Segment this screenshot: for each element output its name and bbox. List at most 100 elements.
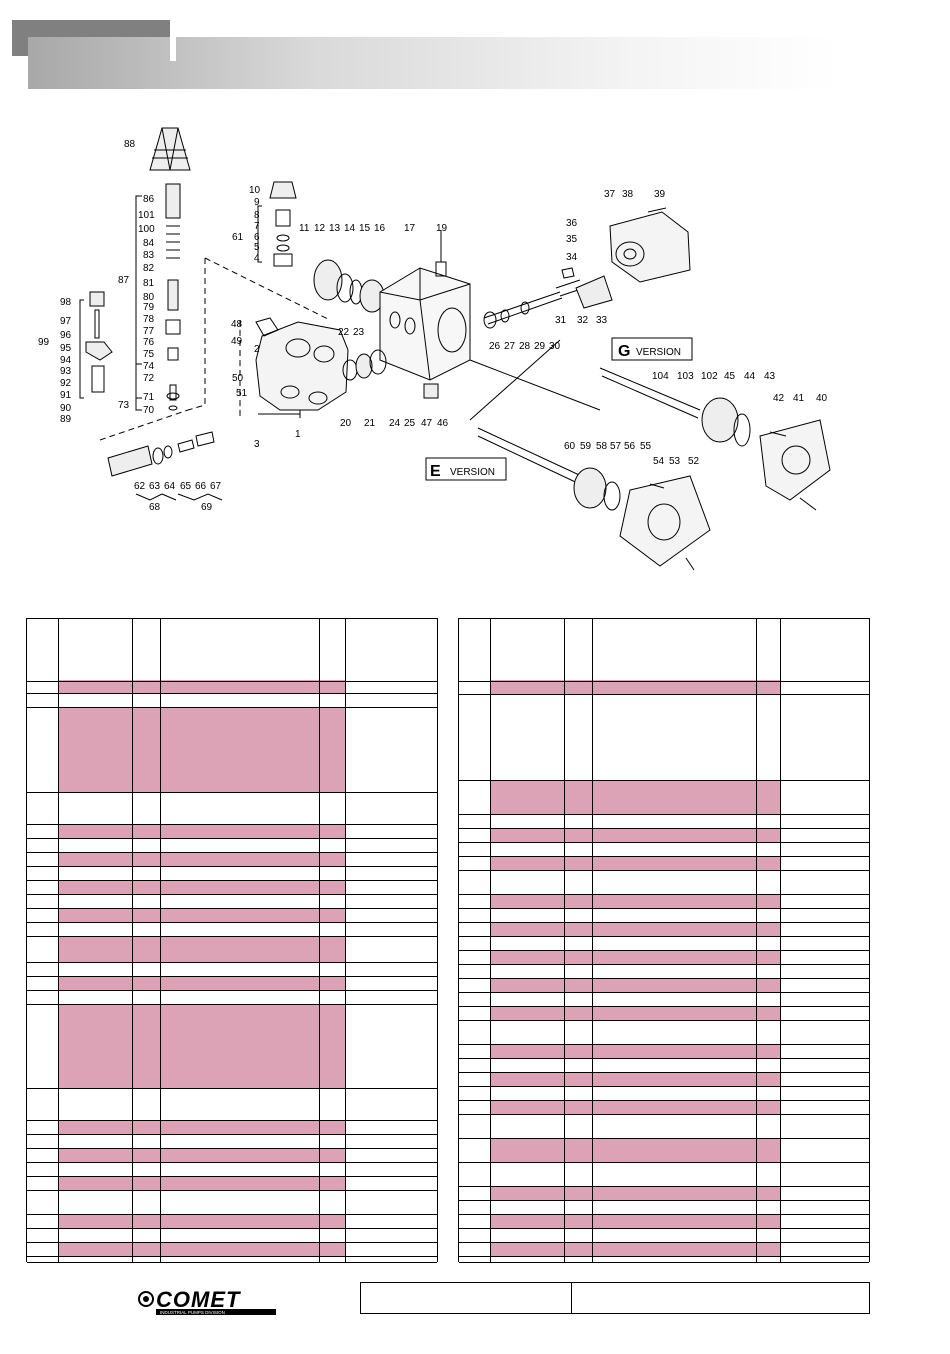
- highlighted-cell: [320, 707, 345, 792]
- highlighted-cell: [757, 1186, 780, 1200]
- footer-info-box: [360, 1282, 870, 1314]
- highlighted-cell: [133, 976, 160, 990]
- highlighted-cell: [320, 1176, 345, 1190]
- callout: 102: [701, 371, 718, 382]
- highlighted-cell: [565, 828, 592, 842]
- g-version-letter: G: [618, 343, 630, 360]
- callout: 23: [353, 327, 365, 338]
- highlighted-cell: [491, 1214, 564, 1228]
- highlighted-cell: [320, 936, 345, 962]
- highlighted-cell: [161, 1176, 319, 1190]
- table-row: [459, 842, 869, 857]
- table-row: [27, 880, 437, 895]
- table-row: [459, 1242, 869, 1257]
- callout: 2: [254, 344, 260, 355]
- callout: 65: [180, 481, 192, 492]
- callout: 42: [773, 393, 785, 404]
- callout: 95: [60, 343, 72, 354]
- header-banner: [28, 37, 838, 89]
- table-row: [27, 680, 437, 694]
- table-row: [27, 1256, 437, 1263]
- callout: 74: [143, 361, 155, 372]
- highlighted-cell: [161, 880, 319, 894]
- highlighted-cell: [757, 1006, 780, 1020]
- highlighted-cell: [565, 856, 592, 870]
- table-row: [459, 1214, 869, 1229]
- callout: 66: [195, 481, 207, 492]
- highlighted-cell: [320, 976, 345, 990]
- callout: 20: [340, 418, 352, 429]
- table-column-rule: [780, 618, 781, 1262]
- highlighted-cell: [593, 978, 756, 992]
- table-column-rule: [564, 618, 565, 1262]
- highlighted-cell: [59, 908, 132, 922]
- callout: 34: [566, 252, 578, 263]
- callout: 22: [338, 327, 350, 338]
- highlighted-cell: [757, 828, 780, 842]
- highlighted-cell: [59, 976, 132, 990]
- highlighted-cell: [320, 1004, 345, 1088]
- callout: 46: [437, 418, 449, 429]
- highlighted-cell: [565, 780, 592, 814]
- table-row: [27, 838, 437, 853]
- highlighted-cell: [161, 1148, 319, 1162]
- table-row: [27, 922, 437, 937]
- exploded-parts-diagram: 88 86 101 100 84 83 82 87 81 80 79 78 77…: [38, 127, 831, 571]
- table-row: [27, 1242, 437, 1257]
- callout: 6: [254, 232, 260, 243]
- callout: 53: [669, 456, 681, 467]
- callout: 64: [164, 481, 176, 492]
- highlighted-cell: [757, 1044, 780, 1058]
- table-row: [459, 1006, 869, 1021]
- highlighted-cell: [757, 894, 780, 908]
- highlighted-cell: [161, 680, 319, 693]
- callout: 84: [143, 238, 155, 249]
- highlighted-cell: [133, 852, 160, 866]
- callout: 3: [254, 439, 260, 450]
- callout: 15: [359, 223, 371, 234]
- highlighted-cell: [491, 780, 564, 814]
- callout: 56: [624, 441, 636, 452]
- highlighted-cell: [320, 1242, 345, 1256]
- callout: 93: [60, 366, 72, 377]
- table-row: [459, 1138, 869, 1163]
- highlighted-cell: [133, 824, 160, 838]
- highlighted-cell: [320, 824, 345, 838]
- highlighted-cell: [161, 852, 319, 866]
- highlighted-cell: [565, 1186, 592, 1200]
- callout: 76: [143, 337, 155, 348]
- highlighted-cell: [491, 894, 564, 908]
- highlighted-cell: [161, 976, 319, 990]
- callout: 98: [60, 297, 72, 308]
- e-version-word: VERSION: [450, 467, 495, 478]
- highlighted-cell: [59, 936, 132, 962]
- callout: 104: [652, 371, 669, 382]
- table-row: [27, 1176, 437, 1191]
- callout: 94: [60, 355, 72, 366]
- table-row: [459, 680, 869, 695]
- callout: 11: [299, 223, 310, 234]
- highlighted-cell: [133, 680, 160, 693]
- highlighted-cell: [161, 1120, 319, 1134]
- callout: 7: [254, 221, 260, 232]
- highlighted-cell: [491, 828, 564, 842]
- callout: 41: [793, 393, 805, 404]
- highlighted-cell: [565, 1242, 592, 1256]
- callout: 12: [314, 223, 326, 234]
- callout: 25: [404, 418, 416, 429]
- highlighted-cell: [565, 978, 592, 992]
- diagram-linework: [79, 127, 831, 571]
- callout: 30: [549, 341, 561, 352]
- table-row: [27, 693, 437, 708]
- highlighted-cell: [757, 1100, 780, 1114]
- table-column-rule: [490, 618, 491, 1262]
- table-row: [27, 707, 437, 793]
- highlighted-cell: [491, 856, 564, 870]
- table-row: [459, 1100, 869, 1115]
- table-row: [459, 1044, 869, 1059]
- callout: 67: [210, 481, 222, 492]
- table-row: [459, 922, 869, 937]
- callout: 50: [232, 373, 244, 384]
- highlighted-cell: [757, 780, 780, 814]
- table-row: [27, 1134, 437, 1149]
